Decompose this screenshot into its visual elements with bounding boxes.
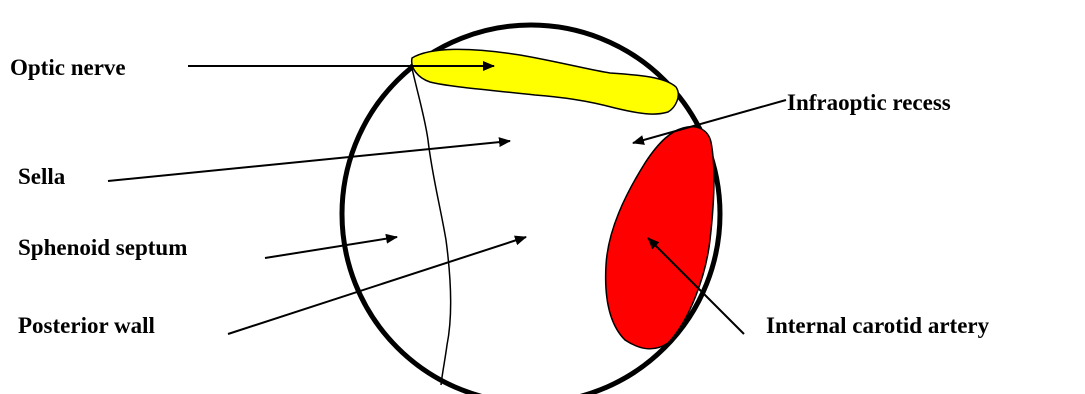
posterior-wall-arrow — [227, 235, 527, 335]
sphenoid-septum-label: Sphenoid septum — [18, 235, 188, 260]
internal-carotid-artery-arrow — [647, 237, 745, 335]
sphenoid-septum-line — [410, 63, 452, 386]
internal-carotid-artery-label: Internal carotid artery — [766, 313, 990, 338]
infraoptic-recess-arrow — [632, 99, 787, 145]
sphenoid-septum-arrow — [264, 233, 398, 259]
internal-carotid-artery-shape — [604, 125, 715, 350]
posterior-wall-label: Posterior wall — [18, 313, 155, 338]
sella-label: Sella — [18, 164, 66, 189]
infraoptic-recess-label: Infraoptic recess — [787, 90, 951, 115]
optic-nerve-label: Optic nerve — [10, 55, 126, 80]
sella-arrow — [107, 137, 511, 182]
